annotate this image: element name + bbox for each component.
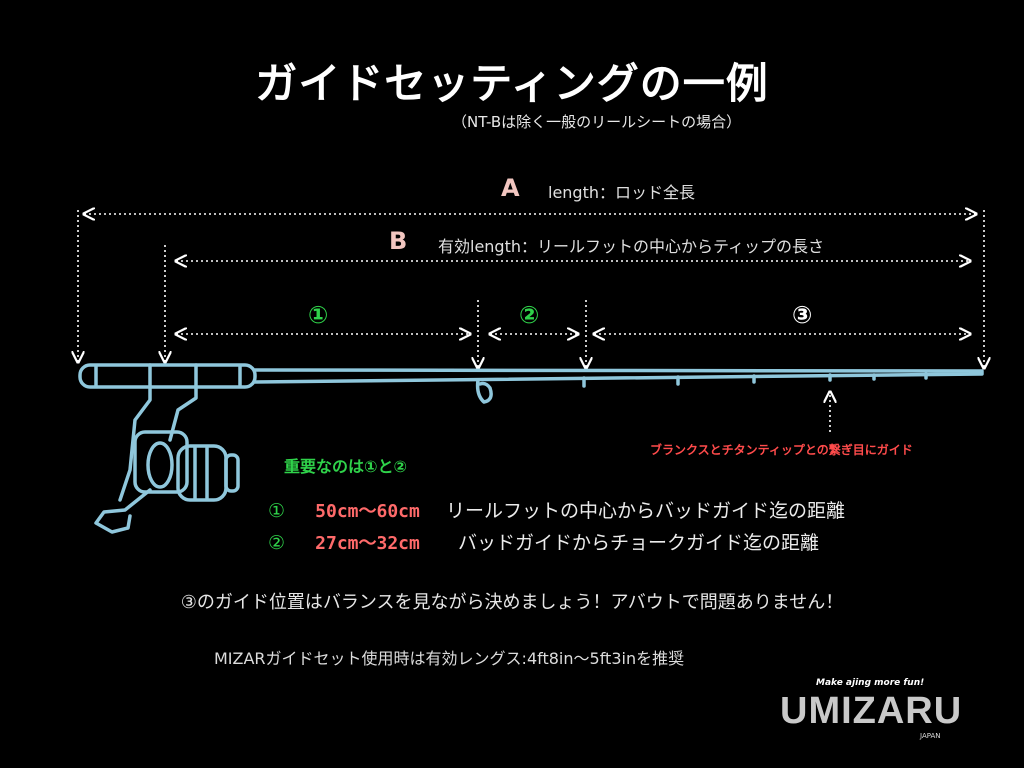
logo-wordmark: UMIZARU [780,690,963,732]
joint-note: ブランクスとチタンティップとの繋ぎ目にガイド [650,443,913,457]
spec-row-1-distance: 50cm〜60cm [315,501,420,522]
mizar-note: MIZARガイドセット使用時は有効レングス:4ft8in〜5ft3inを推奨 [214,649,685,668]
key-title: 重要なのは①と② [284,457,408,476]
segment-3-label: ③ [792,301,813,329]
rod-drawing [78,363,984,534]
guide-position-note: ③のガイド位置はバランスを見ながら決めましょう！アバウトで問題ありません！ [180,592,844,613]
page-subtitle: （NT-Bは除く一般のリールシートの場合） [452,113,742,131]
page-title: ガイドセッティングの一例 [255,59,769,108]
butt-guide [475,378,493,404]
dimension-b-desc: 有効length：リールフットの中心からティップの長さ [438,237,825,256]
segment-1-label: ① [308,301,329,329]
spec-row-1-number: ① [268,500,286,522]
logo-tagline: Make ajing more fun! [816,678,925,688]
segment-2-label: ② [519,301,540,329]
dimension-b-letter: B [389,227,408,255]
spec-row-1-desc: リールフットの中心からバッドガイド迄の距離 [445,500,845,522]
rod-blank [253,368,984,384]
reel [94,385,240,534]
dimension-a-letter: A [501,174,520,202]
logo-subtext: JAPAN [920,732,941,740]
dimension-a-desc: length：ロッド全長 [548,183,696,202]
spec-row-2: ② 27cm〜32cm バッドガイドからチョークガイド迄の距離 [268,528,819,555]
spec-row-2-number: ② [268,532,286,554]
rod-grip [78,363,257,389]
spec-row-2-distance: 27cm〜32cm [315,533,420,554]
spec-row-2-desc: バッドガイドからチョークガイド迄の距離 [457,532,819,554]
umizaru-logo: Make ajing more fun! UMIZARU JAPAN [780,678,1000,748]
spec-row-1: ① 50cm〜60cm リールフットの中心からバッドガイド迄の距離 [268,496,845,523]
